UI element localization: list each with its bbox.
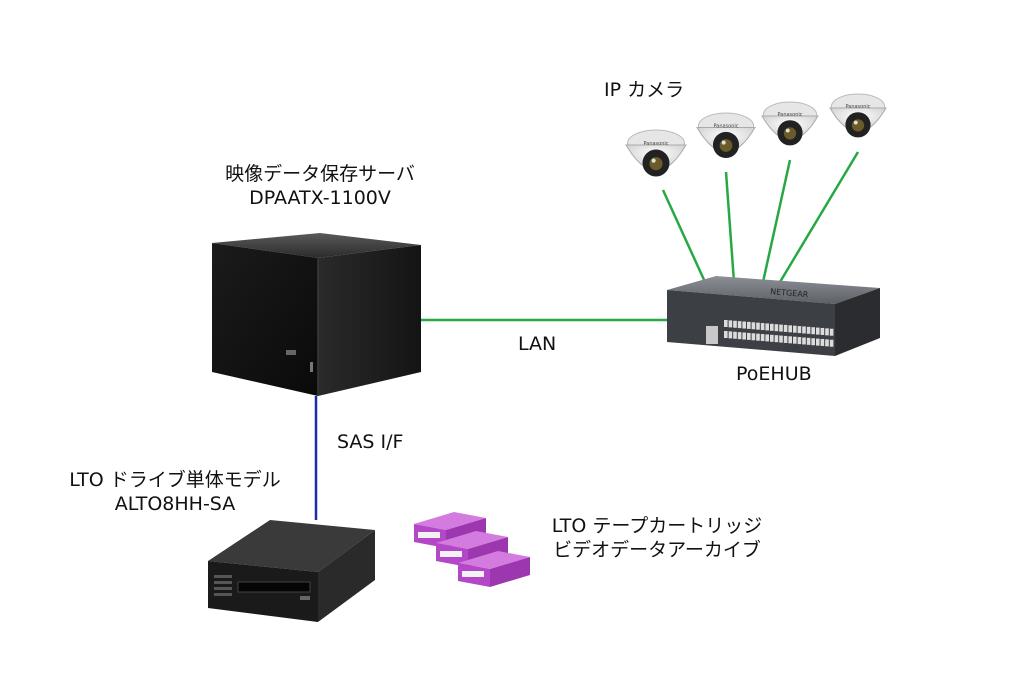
camera-brand-label: Panasonic	[845, 104, 870, 110]
camera-cable-3	[761, 159, 792, 283]
tape-label: LTO テープカートリッジ ビデオデータアーカイブ	[532, 514, 782, 562]
sas-label: SAS I/F	[337, 431, 404, 453]
lto-drive-title: LTO ドライブ単体モデル	[69, 469, 281, 491]
server-model: DPAATX-1100V	[249, 187, 391, 209]
lto-drive-label: LTO ドライブ単体モデル ALTO8HH-SA	[40, 468, 310, 516]
dome-camera-icon: Panasonic	[625, 129, 687, 177]
camera-cable-1	[661, 189, 707, 283]
tape-cartridge	[458, 551, 530, 587]
lan-label: LAN	[518, 333, 557, 355]
camera-cable-2	[724, 171, 736, 283]
ip-camera-label: IP カメラ	[604, 79, 685, 101]
tape-label-line2: ビデオデータアーカイブ	[553, 539, 761, 561]
poe-switch-icon: NETGEAR	[667, 276, 880, 356]
dome-camera-icon: Panasonic	[696, 112, 756, 158]
dome-camera-icon: Panasonic	[761, 101, 819, 146]
dome-camera-icon: Panasonic	[829, 93, 887, 138]
server-cube-icon	[212, 233, 421, 396]
poehub-label: PoEHUB	[736, 363, 812, 385]
lto-drive-icon	[208, 520, 375, 622]
camera-cable-4	[778, 151, 860, 283]
server-title: 映像データ保存サーバ	[225, 163, 415, 185]
switch-brand-label: NETGEAR	[770, 287, 809, 299]
tape-cartridge-icon	[414, 512, 530, 587]
camera-brand-label: Panasonic	[777, 112, 802, 118]
camera-brand-label: Panasonic	[713, 124, 738, 130]
lto-drive-model: ALTO8HH-SA	[114, 493, 236, 515]
tape-label-line1: LTO テープカートリッジ	[551, 515, 763, 537]
server-label: 映像データ保存サーバ DPAATX-1100V	[200, 162, 440, 210]
camera-brand-label: Panasonic	[643, 141, 668, 147]
